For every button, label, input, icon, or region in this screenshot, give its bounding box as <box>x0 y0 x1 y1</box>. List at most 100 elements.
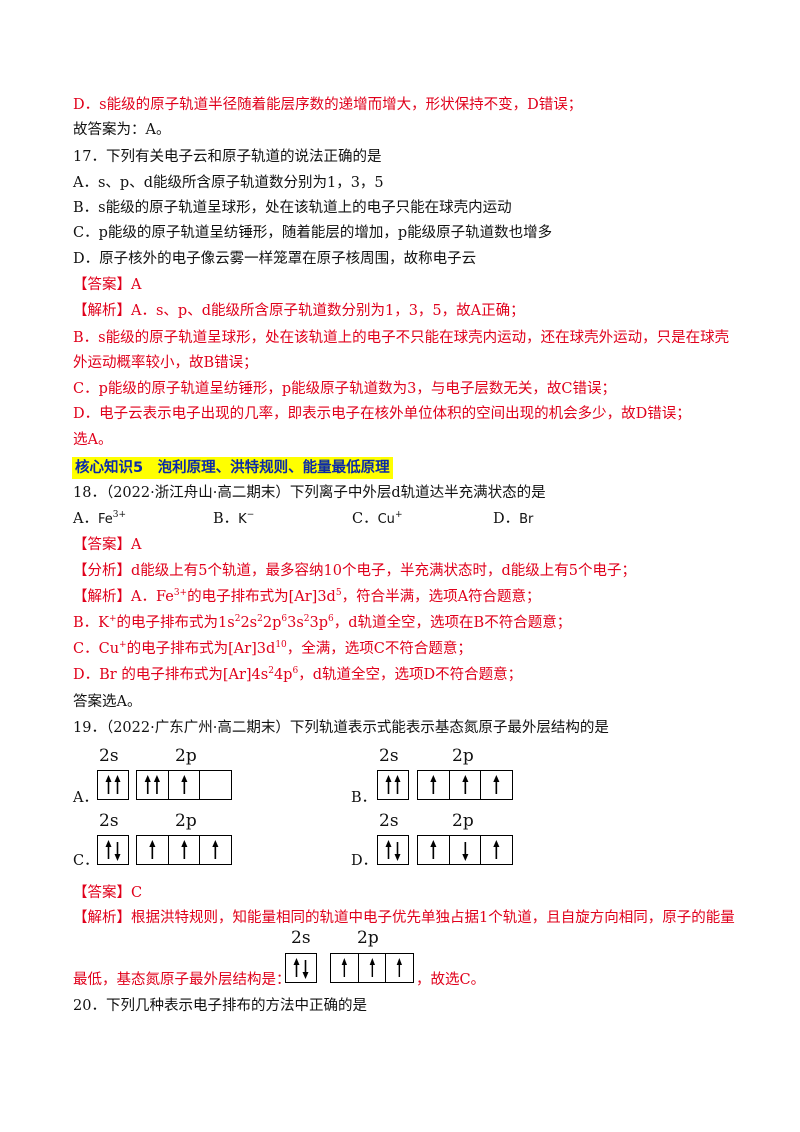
q19-option-d-label: D． <box>351 853 378 869</box>
orbital-cell <box>385 954 413 982</box>
q19-option-b-label: B． <box>351 790 377 806</box>
arrow-head <box>430 775 437 782</box>
q19-d-2s-label: 2s <box>379 811 399 831</box>
q18-option-b: B．K− <box>213 510 255 527</box>
q19-explanation-line2-pre: 最低，基态氮原子最外层结构是： <box>73 972 291 988</box>
q18-option-a: A．Fe3+ <box>73 510 127 527</box>
arrow-head <box>105 840 112 847</box>
prev-option-d-explanation: D．s能级的原子轨道半径随着能层序数的递增而增大，形状保持不变，D错误； <box>73 97 583 113</box>
q19-option-a-label: A． <box>73 790 98 806</box>
arrow-head <box>385 775 392 782</box>
orbital-cell <box>480 771 512 799</box>
q18-option-d: D．Br <box>493 511 534 527</box>
arrow-head <box>212 840 219 847</box>
q19-d-2p-label: 2p <box>452 811 474 831</box>
q19-explanation-line2-post: ，故选C。 <box>416 972 486 988</box>
orbital-cell <box>199 836 231 864</box>
q19-exp-2s-box <box>285 953 317 983</box>
q19-answer: 【答案】C <box>73 885 143 901</box>
arrow-head <box>114 854 121 861</box>
q19-d-2p-box <box>417 835 513 865</box>
q19-exp-2s-label: 2s <box>291 928 311 948</box>
q18-final-answer: 答案选A。 <box>73 694 142 710</box>
q18-explanation-d: D．Br 的电子排布式为[Ar]4s24p6，d轨道全空，选项D不符合题意； <box>73 666 523 683</box>
q19-exp-2p-label: 2p <box>357 928 379 948</box>
q19-b-2s-label: 2s <box>379 746 399 766</box>
arrow-head <box>180 840 188 847</box>
q17-explanation-c: C．p能级的原子轨道呈纺锤形，p能级原子轨道数为3，与电子层数无关，故C错误； <box>73 381 616 397</box>
orbital-cell <box>137 771 168 799</box>
orbital-cell <box>331 954 358 982</box>
orbital-cell <box>378 771 408 799</box>
q19-stem: 19．（2022·广东广州·高二期末）下列轨道表示式能表示基态氮原子最外层结构的… <box>73 720 609 736</box>
q17-stem: 17．下列有关电子云和原子轨道的说法正确的是 <box>73 149 382 165</box>
arrow-head <box>493 775 500 782</box>
q19-d-2s-box <box>377 835 409 865</box>
q18-explanation-b: B．K+的电子排布式为1s22s22p63s23p6，d轨道全空，选项在B不符合… <box>73 614 572 631</box>
q19-a-2s-label: 2s <box>99 746 119 766</box>
q19-c-2s-label: 2s <box>99 811 119 831</box>
arrow-head <box>144 775 151 782</box>
arrow-head <box>369 958 375 965</box>
orbital-cell <box>137 836 168 864</box>
orbital-cell <box>98 771 128 799</box>
q18-explanation-a: 【解析】A．Fe3+的电子排布式为[Ar]3d5，符合半满，选项A符合题意； <box>73 588 541 605</box>
orbital-cell <box>98 836 128 864</box>
q18-analysis: 【分析】d能级上有5个轨道，最多容纳10个电子，半充满状态时，d能级上有5个电子… <box>73 563 636 579</box>
q18-stem: 18．（2022·浙江舟山·高二期末）下列离子中外层d轨道达半充满状态的是 <box>73 485 546 501</box>
orbital-cell <box>167 836 200 864</box>
q19-b-2p-box <box>417 770 513 800</box>
arrow-head <box>394 775 401 782</box>
arrow-head <box>149 840 156 847</box>
q17-option-b: B．s能级的原子轨道呈球形，处在该轨道上的电子只能在球壳内运动 <box>73 200 512 216</box>
q19-c-2s-box <box>97 835 129 865</box>
q19-b-2p-label: 2p <box>452 746 474 766</box>
q19-c-2p-label: 2p <box>175 811 197 831</box>
q19-a-2p-label: 2p <box>175 746 197 766</box>
q17-answer: 【答案】A <box>73 277 142 293</box>
orbital-cell <box>418 836 449 864</box>
q17-option-a: A．s、p、d能级所含原子轨道数分别为1，3，5 <box>73 175 384 191</box>
q18-explanation-c: C．Cu+的电子排布式为[Ar]3d10，全满，选项C不符合题意； <box>73 640 472 657</box>
arrow-head <box>493 840 500 847</box>
q19-option-c-label: C． <box>73 853 99 869</box>
arrow-head <box>114 775 121 782</box>
q20-stem: 20．下列几种表示电子排布的方法中正确的是 <box>73 998 367 1014</box>
q19-a-2p-box <box>136 770 232 800</box>
orbital-cell <box>378 836 408 864</box>
q17-option-d: D．原子核外的电子像云雾一样笼罩在原子核周围，故称电子云 <box>73 251 477 267</box>
arrow-head <box>341 958 348 965</box>
orbital-cell <box>448 836 481 864</box>
orbital-cell <box>286 954 316 982</box>
q17-explanation-d: D．电子云表示电子出现的几率，即表示电子在核外单位体积的空间出现的机会多少，故D… <box>73 406 691 422</box>
orbital-cell <box>167 771 200 799</box>
q19-b-2s-box <box>377 770 409 800</box>
orbital-cell <box>418 771 449 799</box>
arrow-head <box>461 854 469 861</box>
arrow-head <box>385 840 392 847</box>
arrow-head <box>302 972 309 979</box>
q17-option-c: C．p能级的原子轨道呈纺锤形，随着能层的增加，p能级原子轨道数也增多 <box>73 225 553 241</box>
orbital-cell <box>199 771 231 799</box>
arrow-head <box>430 840 437 847</box>
q17-conclusion: 选A。 <box>73 432 113 448</box>
orbital-cell <box>480 836 512 864</box>
q19-a-2s-box <box>97 770 129 800</box>
arrow-head <box>105 775 112 782</box>
q19-explanation-line1: 【解析】根据洪特规则，知能量相同的轨道中电子优先单独占据1个轨道，且自旋方向相同… <box>73 910 735 926</box>
q18-option-c: C．Cu+ <box>352 510 403 527</box>
prev-answer-line: 故答案为：A。 <box>73 122 171 138</box>
q19-exp-2p-box <box>330 953 414 983</box>
orbital-cell <box>357 954 386 982</box>
arrow-head <box>293 958 300 965</box>
arrow-head <box>394 854 401 861</box>
arrow-head <box>180 775 188 782</box>
arrow-head <box>461 775 469 782</box>
arrow-head <box>397 958 403 965</box>
q19-c-2p-box <box>136 835 232 865</box>
q17-explanation-b: B．s能级的原子轨道呈球形，处在该轨道上的电子不只能在球壳内运动，还在球壳外运动… <box>73 330 730 371</box>
arrow-head <box>153 775 161 782</box>
q17-explanation-a: 【解析】A．s、p、d能级所含原子轨道数分别为1，3，5，故A正确； <box>73 303 525 319</box>
q18-answer: 【答案】A <box>73 537 142 553</box>
section-heading: 核心知识5 泡利原理、洪特规则、能量最低原理 <box>72 457 393 479</box>
